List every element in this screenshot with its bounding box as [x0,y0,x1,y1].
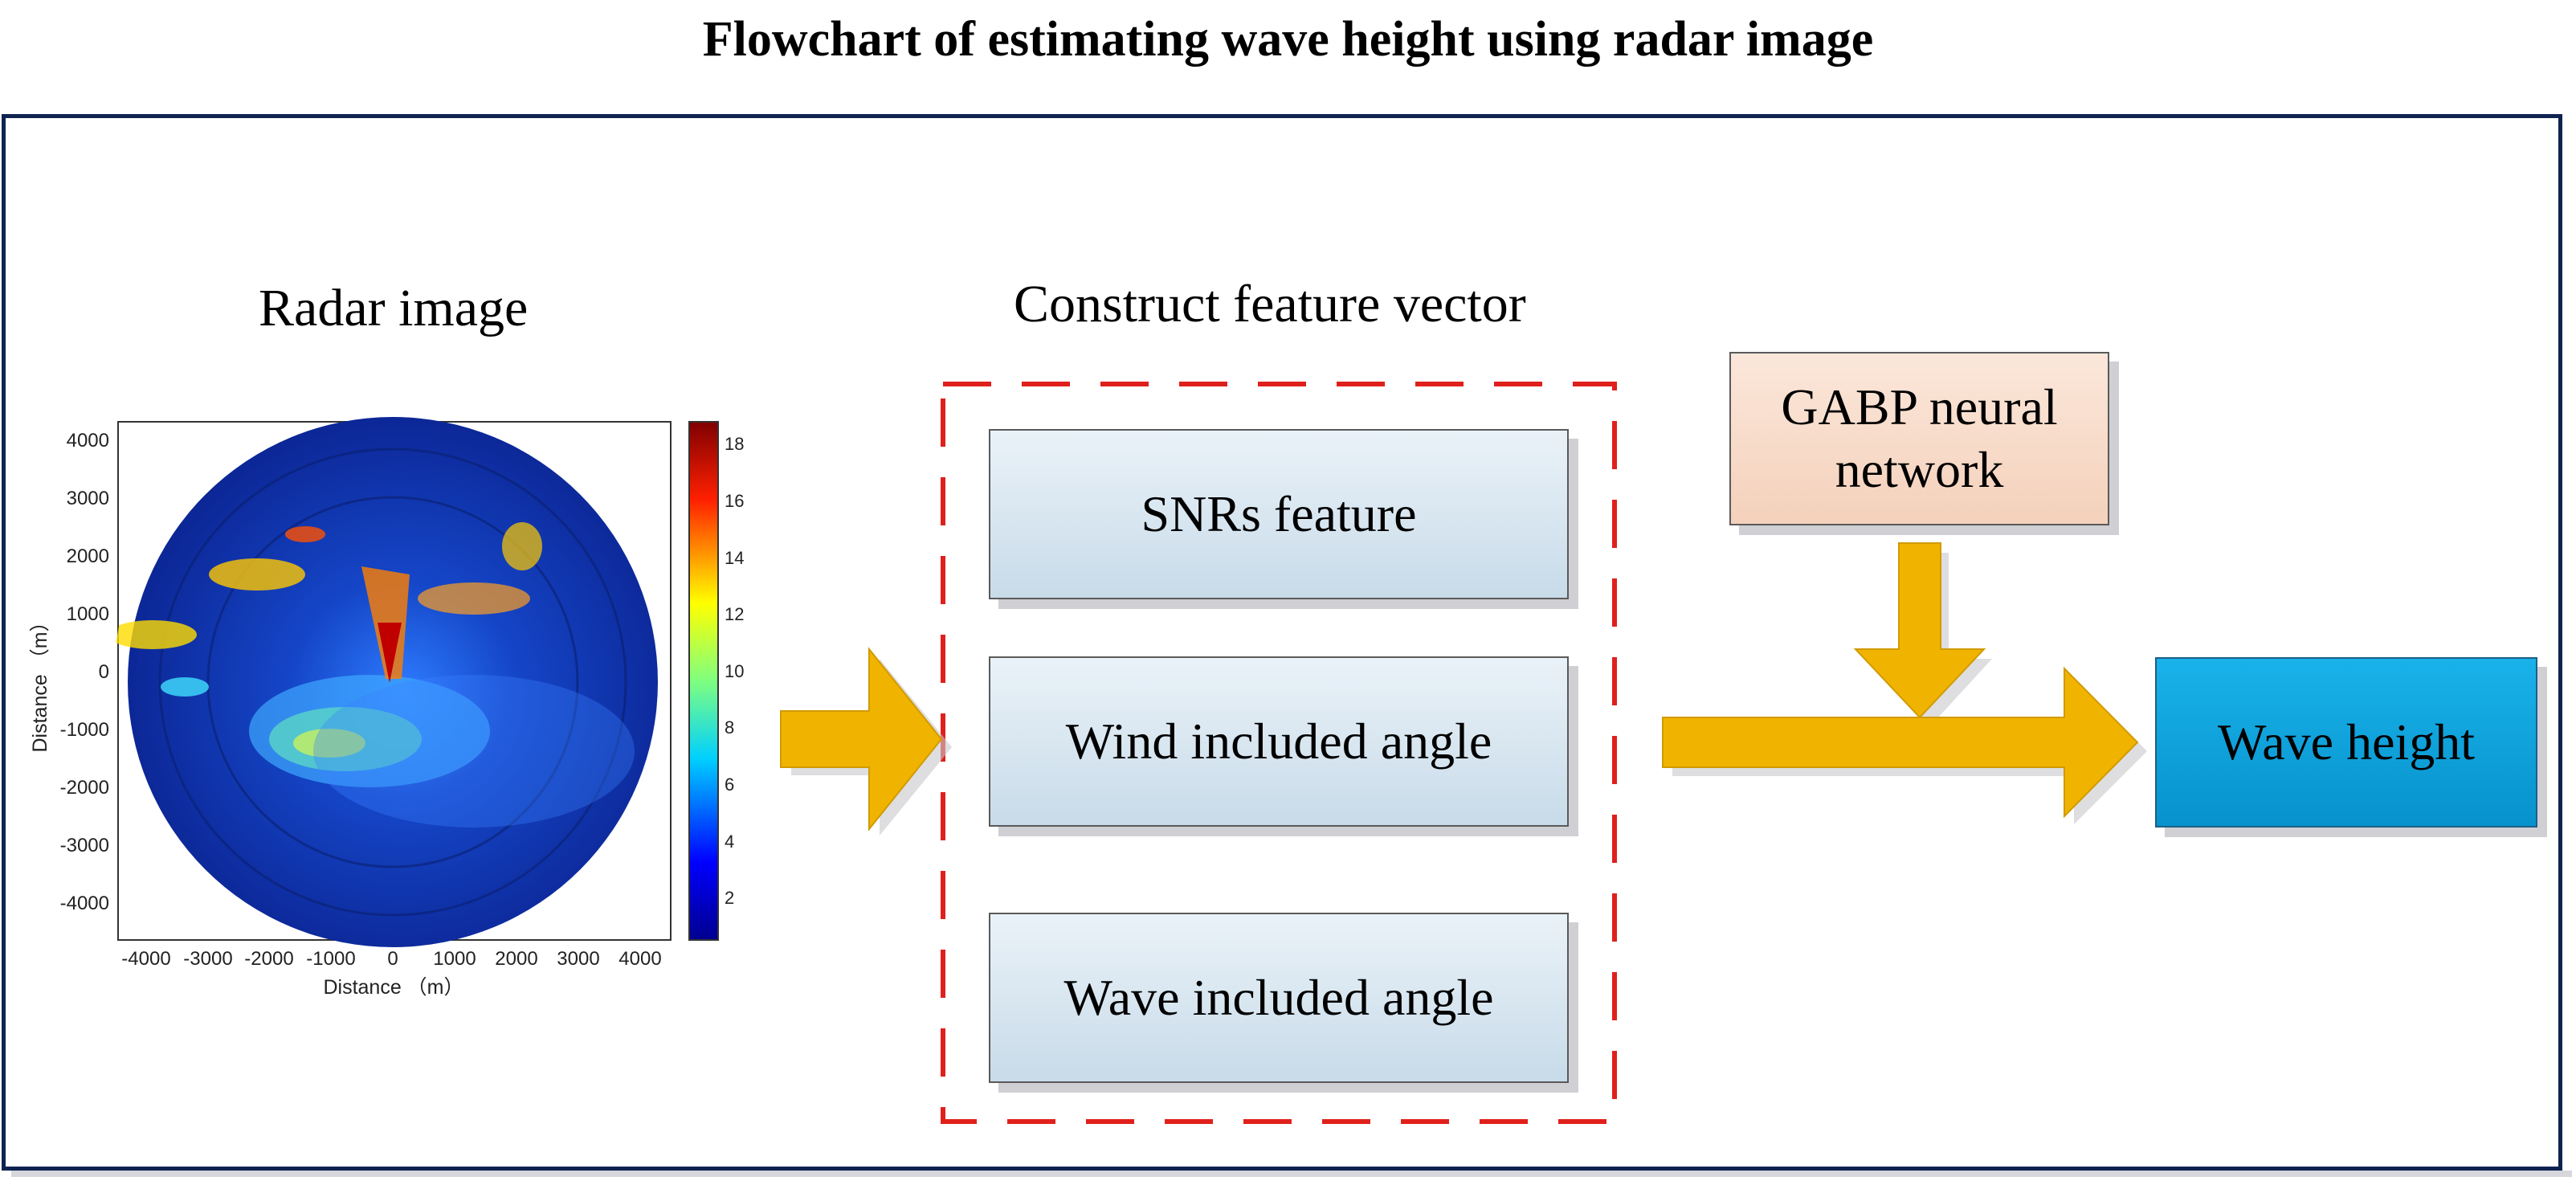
y-tick: -1000 [60,719,109,741]
colorbar-tick: 14 [725,548,744,568]
arrow-features-to-height [1662,666,2139,819]
snrs-feature-text: SNRs feature [1141,485,1417,542]
frame-shadow [11,1171,2572,1177]
wave-angle-text: Wave included angle [1063,969,1494,1026]
x-tick: 1000 [433,948,476,970]
colorbar-tick: 10 [725,661,744,681]
y-tick: -3000 [60,835,109,856]
y-tick: 2000 [67,546,109,567]
x-tick: -2000 [244,948,293,970]
wave-height-text: Wave height [2217,713,2476,770]
y-tick: 3000 [67,488,109,509]
snrs-feature-box: SNRs feature [989,429,1569,599]
radar-echo-pattern [113,447,635,917]
colorbar-tick: 8 [725,717,734,738]
x-tick: 4000 [618,948,661,970]
y-tick: -2000 [60,777,109,799]
gabp-network-text: GABP neural network [1781,378,2058,498]
y-tick: 4000 [67,430,109,452]
gabp-network-box: GABP neural network [1729,352,2109,525]
x-tick: 3000 [557,948,599,970]
wind-angle-box: Wind included angle [989,656,1569,827]
radar-image-label: Radar image [259,279,529,337]
wind-angle-text: Wind included angle [1065,713,1492,770]
x-axis-label: Distance （m） [323,976,463,999]
x-tick: -4000 [121,948,170,970]
y-tick: -4000 [60,893,109,914]
colorbar-tick: 18 [725,434,744,454]
colorbar [688,421,719,941]
colorbar-tick: 6 [725,774,734,795]
x-tick: 0 [387,948,398,970]
arrow-gabp-to-flow [1853,542,1986,719]
colorbar-tick: 16 [725,491,744,511]
colorbar-tick: 4 [725,832,734,852]
x-tick: -1000 [306,948,355,970]
wave-height-box: Wave height [2155,657,2537,828]
x-tick: -3000 [183,948,232,970]
y-tick: 1000 [67,603,109,625]
y-axis-label: Distance （m） [29,611,51,752]
y-tick: 0 [99,661,109,683]
wave-angle-box: Wave included angle [989,913,1569,1083]
colorbar-tick: 2 [725,888,734,908]
x-tick: 2000 [495,948,537,970]
feature-vector-label: Construct feature vector [1014,275,1526,333]
diagram-title: Flowchart of estimating wave height usin… [702,12,1874,67]
colorbar-tick: 12 [725,604,744,624]
arrow-radar-to-features-body [780,647,943,832]
radar-image-plot: 4000 3000 2000 1000 0 -1000 -2000 -3000 … [29,417,744,999]
